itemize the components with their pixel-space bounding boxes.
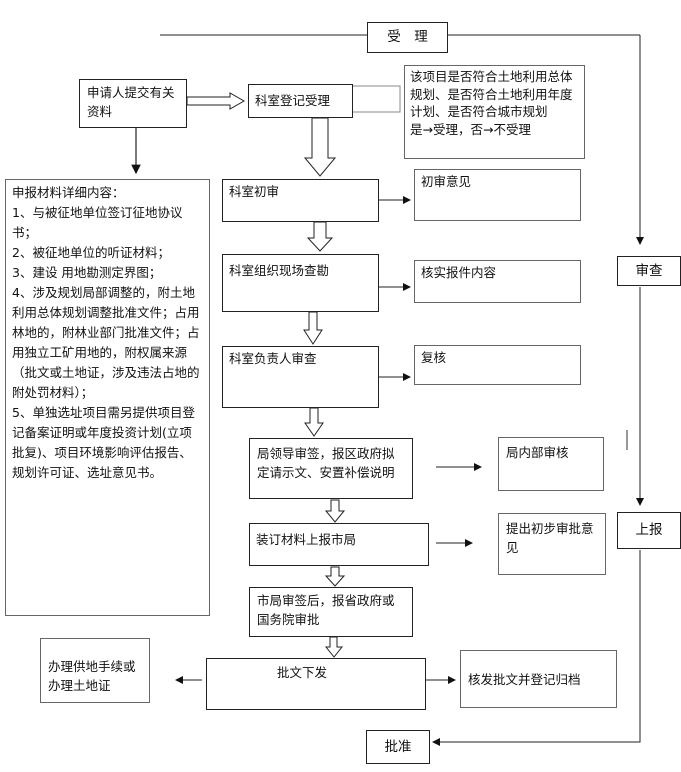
node-city-sign: 市局审签后，报省政府或国务院审批: [249, 587, 413, 637]
arrow-applicant-to-register: [186, 92, 246, 110]
node-initial-review: 科室初审: [222, 179, 379, 222]
materials-panel: 申报材料详细内容： 1、与被征地单位签订征地协议书； 2、被征地单位的听证材料；…: [5, 179, 210, 616]
node-bind-submit: 装订材料上报市局: [249, 523, 429, 566]
node-head-review: 科室负责人审查: [222, 346, 379, 408]
node-site-survey: 科室组织现场查勘: [222, 254, 379, 312]
arrow-leader-to-bind: [324, 499, 346, 523]
node-criteria: 该项目是否符合土地利用总体规划、是否符合土地利用年度计划、是否符合城市规划 是→…: [404, 65, 585, 159]
node-internal-review: 局内部审核: [498, 437, 604, 491]
node-report-up: 上报: [617, 512, 681, 549]
materials-item: 5、单独选址项目需另提供项目登记备案证明或年度投资计划(立项批复)、项目环境影响…: [12, 405, 195, 480]
node-review: 审查: [617, 256, 681, 286]
node-recheck: 复核: [414, 345, 581, 385]
arrow-survey-to-head: [303, 311, 323, 345]
node-issue: 批文下发: [206, 658, 426, 710]
arrow-register-to-initial: [303, 117, 337, 177]
node-land-supply: 办理供地手续或办理土地证: [40, 638, 150, 703]
materials-item: 4、涉及规划局部调整的，附土地利用总体规划调整批准文件；占用林地的，附林业部门批…: [12, 285, 200, 400]
node-leader-sign: 局领导审签，报区政府拟定请示文、安置补偿说明: [249, 438, 413, 499]
arrow-bind-to-city: [324, 566, 346, 587]
materials-title: 申报材料详细内容：: [12, 185, 125, 200]
node-register: 科室登记受理: [248, 84, 353, 118]
node-accept: 受 理: [367, 22, 448, 53]
node-archive: 核发批文并登记归档: [460, 650, 617, 708]
arrow-head-to-leader: [304, 407, 324, 437]
arrow-report-to-approve: [432, 550, 641, 746]
node-initial-opinion: 初审意见: [414, 169, 581, 221]
node-verify-content: 核实报件内容: [414, 260, 581, 303]
node-applicant: 申请人提交有关资料: [79, 79, 187, 128]
arrow-city-to-issue: [324, 636, 344, 658]
node-preliminary-opinion: 提出初步审批意见: [498, 513, 606, 575]
arrow-initial-to-survey: [306, 221, 334, 252]
materials-item: 3、建设 用地勘测定界图；: [12, 265, 162, 280]
node-approve: 批准: [366, 730, 430, 764]
connector-register-criteria: [353, 85, 401, 113]
materials-item: 2、被征地单位的听证材料；: [12, 245, 170, 260]
materials-item: 1、与被征地单位签订征地协议书；: [12, 205, 183, 240]
